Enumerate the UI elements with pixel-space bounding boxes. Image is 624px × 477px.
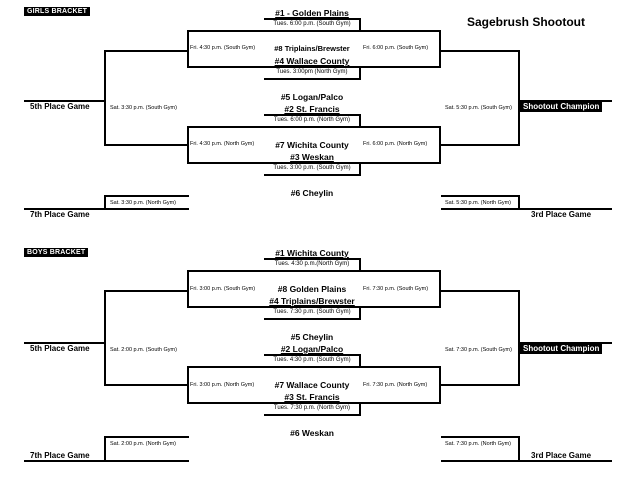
boys-team-4: #4 Triplains/Brewster: [269, 296, 355, 306]
girls-semi-right-2: Fri. 6:00 p.m. (North Gym): [363, 141, 428, 147]
girls-team-7: #7 Wichita County: [275, 140, 349, 150]
girls-semi-left-1: Fri. 4:30 p.m. (South Gym): [190, 45, 256, 51]
girls-team-4: #4 Wallace County: [274, 56, 350, 66]
boys-semi-right-1: Fri. 7:30 p.m. (South Gym): [363, 286, 429, 292]
girls-seventh-time: Sat. 3:30 p.m. (North Gym): [110, 200, 177, 206]
girls-semi-left-2: Fri. 4:30 p.m. (North Gym): [190, 141, 255, 147]
boys-seventh-time: Sat. 2:00 p.m. (North Gym): [110, 441, 177, 447]
boys-bracket-label: BOYS BRACKET: [24, 248, 89, 257]
girls-team-8: #8 Triplains/Brewster: [274, 44, 350, 53]
boys-semi-right-2: Fri. 7:30 p.m. (North Gym): [363, 382, 428, 388]
page-title: Sagebrush Shootout: [467, 15, 585, 29]
girls-seventh-place: 7th Place Game: [30, 210, 90, 219]
girls-third-time: Sat. 5:30 p.m. (North Gym): [445, 200, 512, 206]
boys-third-time: Sat. 7:30 p.m. (North Gym): [445, 441, 512, 447]
girls-champ-time: Sat. 5:30 p.m. (South Gym): [445, 105, 512, 111]
boys-team-8: #8 Golden Plains: [277, 284, 347, 294]
boys-team-7: #7 Wallace County: [274, 380, 350, 390]
boys-team-5: #5 Cheylin: [290, 332, 334, 342]
girls-fifth-time: Sat. 3:30 p.m. (South Gym): [110, 105, 177, 111]
girls-champion-label: Shootout Champion: [520, 101, 603, 112]
boys-team-1: #1 Wichita County: [275, 248, 349, 258]
girls-team-5: #5 Logan/Palco: [280, 92, 344, 102]
girls-fifth-place: 5th Place Game: [30, 102, 90, 111]
boys-semi-left-2: Fri. 3:00 p.m. (North Gym): [190, 382, 255, 388]
boys-fifth-time: Sat. 2:00 p.m. (South Gym): [110, 347, 177, 353]
boys-champ-time: Sat. 7:30 p.m. (South Gym): [445, 347, 512, 353]
girls-team-1: #1 - Golden Plains: [275, 8, 349, 18]
girls-game2-time: Tues. 3:00pm (North Gym): [276, 69, 348, 75]
boys-champion-label: Shootout Champion: [520, 343, 603, 354]
girls-team-2: #2 St. Francis: [284, 104, 340, 114]
girls-game3-time: Tues. 6:00 p.m. (North Gym): [273, 117, 351, 123]
boys-game3-time: Tues. 4:30 p.m. (South Gym): [273, 357, 351, 363]
boys-game4-time: Tues. 7:30 p.m. (North Gym): [273, 405, 351, 411]
girls-semi-right-1: Fri. 6:00 p.m. (South Gym): [363, 45, 429, 51]
boys-game1-time: Tues. 4:30 p.m.(North Gym): [274, 261, 350, 267]
girls-bracket-label: GIRLS BRACKET: [24, 7, 91, 16]
boys-third-place: 3rd Place Game: [531, 451, 592, 460]
boys-seventh-place: 7th Place Game: [30, 451, 90, 460]
girls-team-6: #6 Cheylin: [290, 188, 334, 198]
girls-game4-time: Tues. 3:00 p.m. (South Gym): [273, 165, 351, 171]
girls-game1-time: Tues. 6:00 p.m. (South Gym): [273, 21, 351, 27]
girls-third-place: 3rd Place Game: [531, 210, 592, 219]
girls-team-3: #3 Weskan: [290, 152, 334, 162]
boys-team-3: #3 St. Francis: [284, 392, 340, 402]
boys-game2-time: Tues. 7:30 p.m. (South Gym): [273, 309, 351, 315]
boys-team-6: #6 Weskan: [290, 428, 334, 438]
boys-semi-left-1: Fri. 3:00 p.m. (South Gym): [190, 286, 256, 292]
boys-team-2: #2 Logan/Palco: [280, 344, 344, 354]
boys-fifth-place: 5th Place Game: [30, 344, 90, 353]
